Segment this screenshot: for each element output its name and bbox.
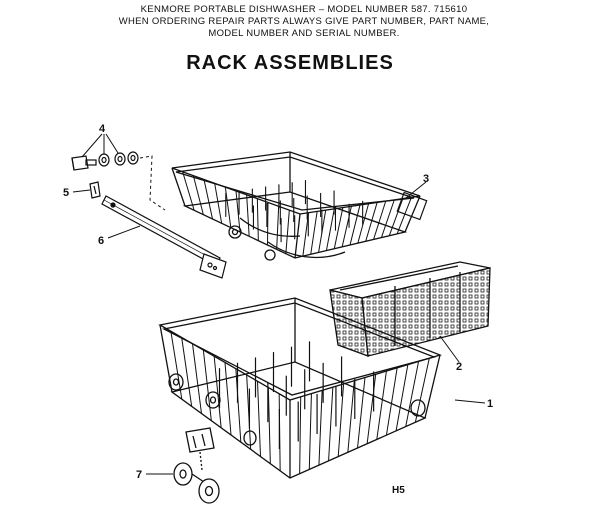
rack-wire [396, 197, 412, 235]
page-title: RACK ASSEMBLIES [186, 52, 394, 74]
rack-wire [333, 207, 344, 249]
rack-wire [267, 202, 269, 246]
header-line-2: WHEN ORDERING REPAIR PARTS ALWAYS GIVE P… [118, 16, 490, 27]
rack-wire [388, 198, 404, 236]
header: KENMORE PORTABLE DISHWASHER – MODEL NUMB… [0, 4, 608, 40]
rack-wire [337, 383, 345, 457]
callout-7: 7 [136, 469, 142, 481]
rack-wire [257, 381, 261, 457]
callout-6: 6 [98, 235, 104, 247]
rack-wire [267, 387, 271, 464]
rack-wire [325, 208, 335, 251]
rack-wire [192, 175, 204, 215]
rack-wire [414, 358, 430, 423]
header-line-1: KENMORE PORTABLE DISHWASHER – MODEL NUMB… [140, 4, 468, 15]
rack-wire [308, 393, 312, 470]
rack-wire [192, 343, 202, 414]
rack-wire [181, 337, 193, 407]
rack-wire [235, 190, 241, 233]
rack-wire [341, 206, 352, 247]
rack-wire [347, 380, 355, 453]
rack-wire [302, 212, 310, 257]
rack-wire [310, 211, 318, 255]
hardware-parts [71, 151, 227, 279]
rack-wire [224, 362, 232, 436]
rack-wire [235, 368, 242, 443]
rack-wire [405, 361, 420, 427]
rack-wire [365, 202, 378, 242]
callout-1: 1 [487, 398, 493, 410]
lower-rack [158, 297, 442, 479]
rack-wire [376, 371, 387, 440]
rack-wire [380, 199, 395, 238]
rack-wire [328, 387, 334, 461]
callout-3: 3 [423, 173, 429, 185]
rack-wire [203, 179, 213, 220]
callout-2: 2 [456, 361, 462, 373]
rack-wire [214, 183, 223, 224]
rack-wire [395, 364, 409, 431]
rack-wire [366, 374, 377, 444]
rack-wire [213, 356, 222, 428]
silverware-basket [329, 261, 491, 357]
rack-wire [256, 198, 259, 241]
rack-wire [357, 377, 366, 449]
header-line-3: MODEL NUMBER AND SERIAL NUMBER. [208, 28, 400, 39]
upper-rack [171, 151, 428, 261]
rack-wire [182, 171, 195, 211]
rack-wire [385, 367, 398, 436]
rack-wire [357, 203, 370, 244]
rack-wire [373, 200, 387, 240]
callout-4: 4 [99, 123, 106, 135]
rack-wire [318, 390, 323, 466]
rack-wire [285, 210, 290, 254]
rack-wire [246, 194, 250, 237]
rack-wire [246, 374, 252, 450]
rack-wire [299, 396, 302, 474]
rack-wire [202, 349, 212, 421]
callouts [72, 133, 486, 475]
rack-wire [276, 206, 280, 250]
page-code: H5 [392, 485, 405, 496]
rack-wire [349, 204, 361, 246]
callout-5: 5 [63, 187, 69, 199]
wheel-assembly [173, 427, 220, 504]
